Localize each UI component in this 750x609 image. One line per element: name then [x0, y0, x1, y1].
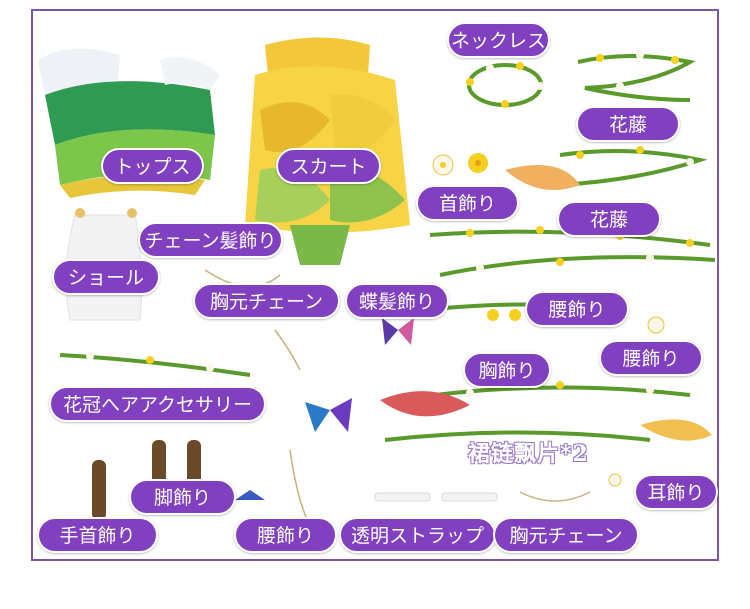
- butterfly-items: [235, 318, 414, 500]
- label-butterfly-hair: 蝶髪飾り: [345, 283, 449, 319]
- label-waist-1: 腰飾り: [525, 291, 629, 327]
- label-vine-1: 花藤: [576, 106, 680, 142]
- label-waist-2: 腰飾り: [599, 340, 703, 376]
- label-earring: 耳飾り: [634, 474, 718, 510]
- skirt-chain-caption: 裙链飘片*2: [468, 441, 589, 467]
- label-necklace: ネックレス: [447, 22, 550, 58]
- label-chest-chain-2: 胸元チェーン: [493, 517, 639, 553]
- label-anklet: 脚飾り: [129, 479, 236, 515]
- label-chest-chain-1: 胸元チェーン: [193, 283, 340, 319]
- label-skirt: スカート: [276, 148, 381, 184]
- label-shawl: ショール: [52, 259, 160, 295]
- vine-flowers: [86, 51, 694, 397]
- label-tops: トップス: [101, 148, 204, 184]
- label-bracelet: 手首飾り: [37, 517, 158, 553]
- label-flower-crown: 花冠へアアクセサリー: [49, 386, 266, 422]
- label-clear-strap: 透明ストラップ: [339, 517, 496, 553]
- label-waist-3: 腰飾り: [234, 517, 337, 553]
- necklace-item: [466, 62, 544, 108]
- neck-ornament-flowers: [432, 153, 665, 487]
- label-chest-ornament: 胸飾り: [463, 352, 551, 388]
- skirt-chain-petals: [380, 165, 712, 441]
- image-frame: [31, 9, 719, 561]
- label-chain-hair: チェーン髪飾り: [138, 222, 283, 258]
- label-vine-2: 花藤: [557, 201, 661, 237]
- clear-strap-items: [374, 492, 498, 502]
- label-neck-ornament: 首飾り: [416, 185, 519, 221]
